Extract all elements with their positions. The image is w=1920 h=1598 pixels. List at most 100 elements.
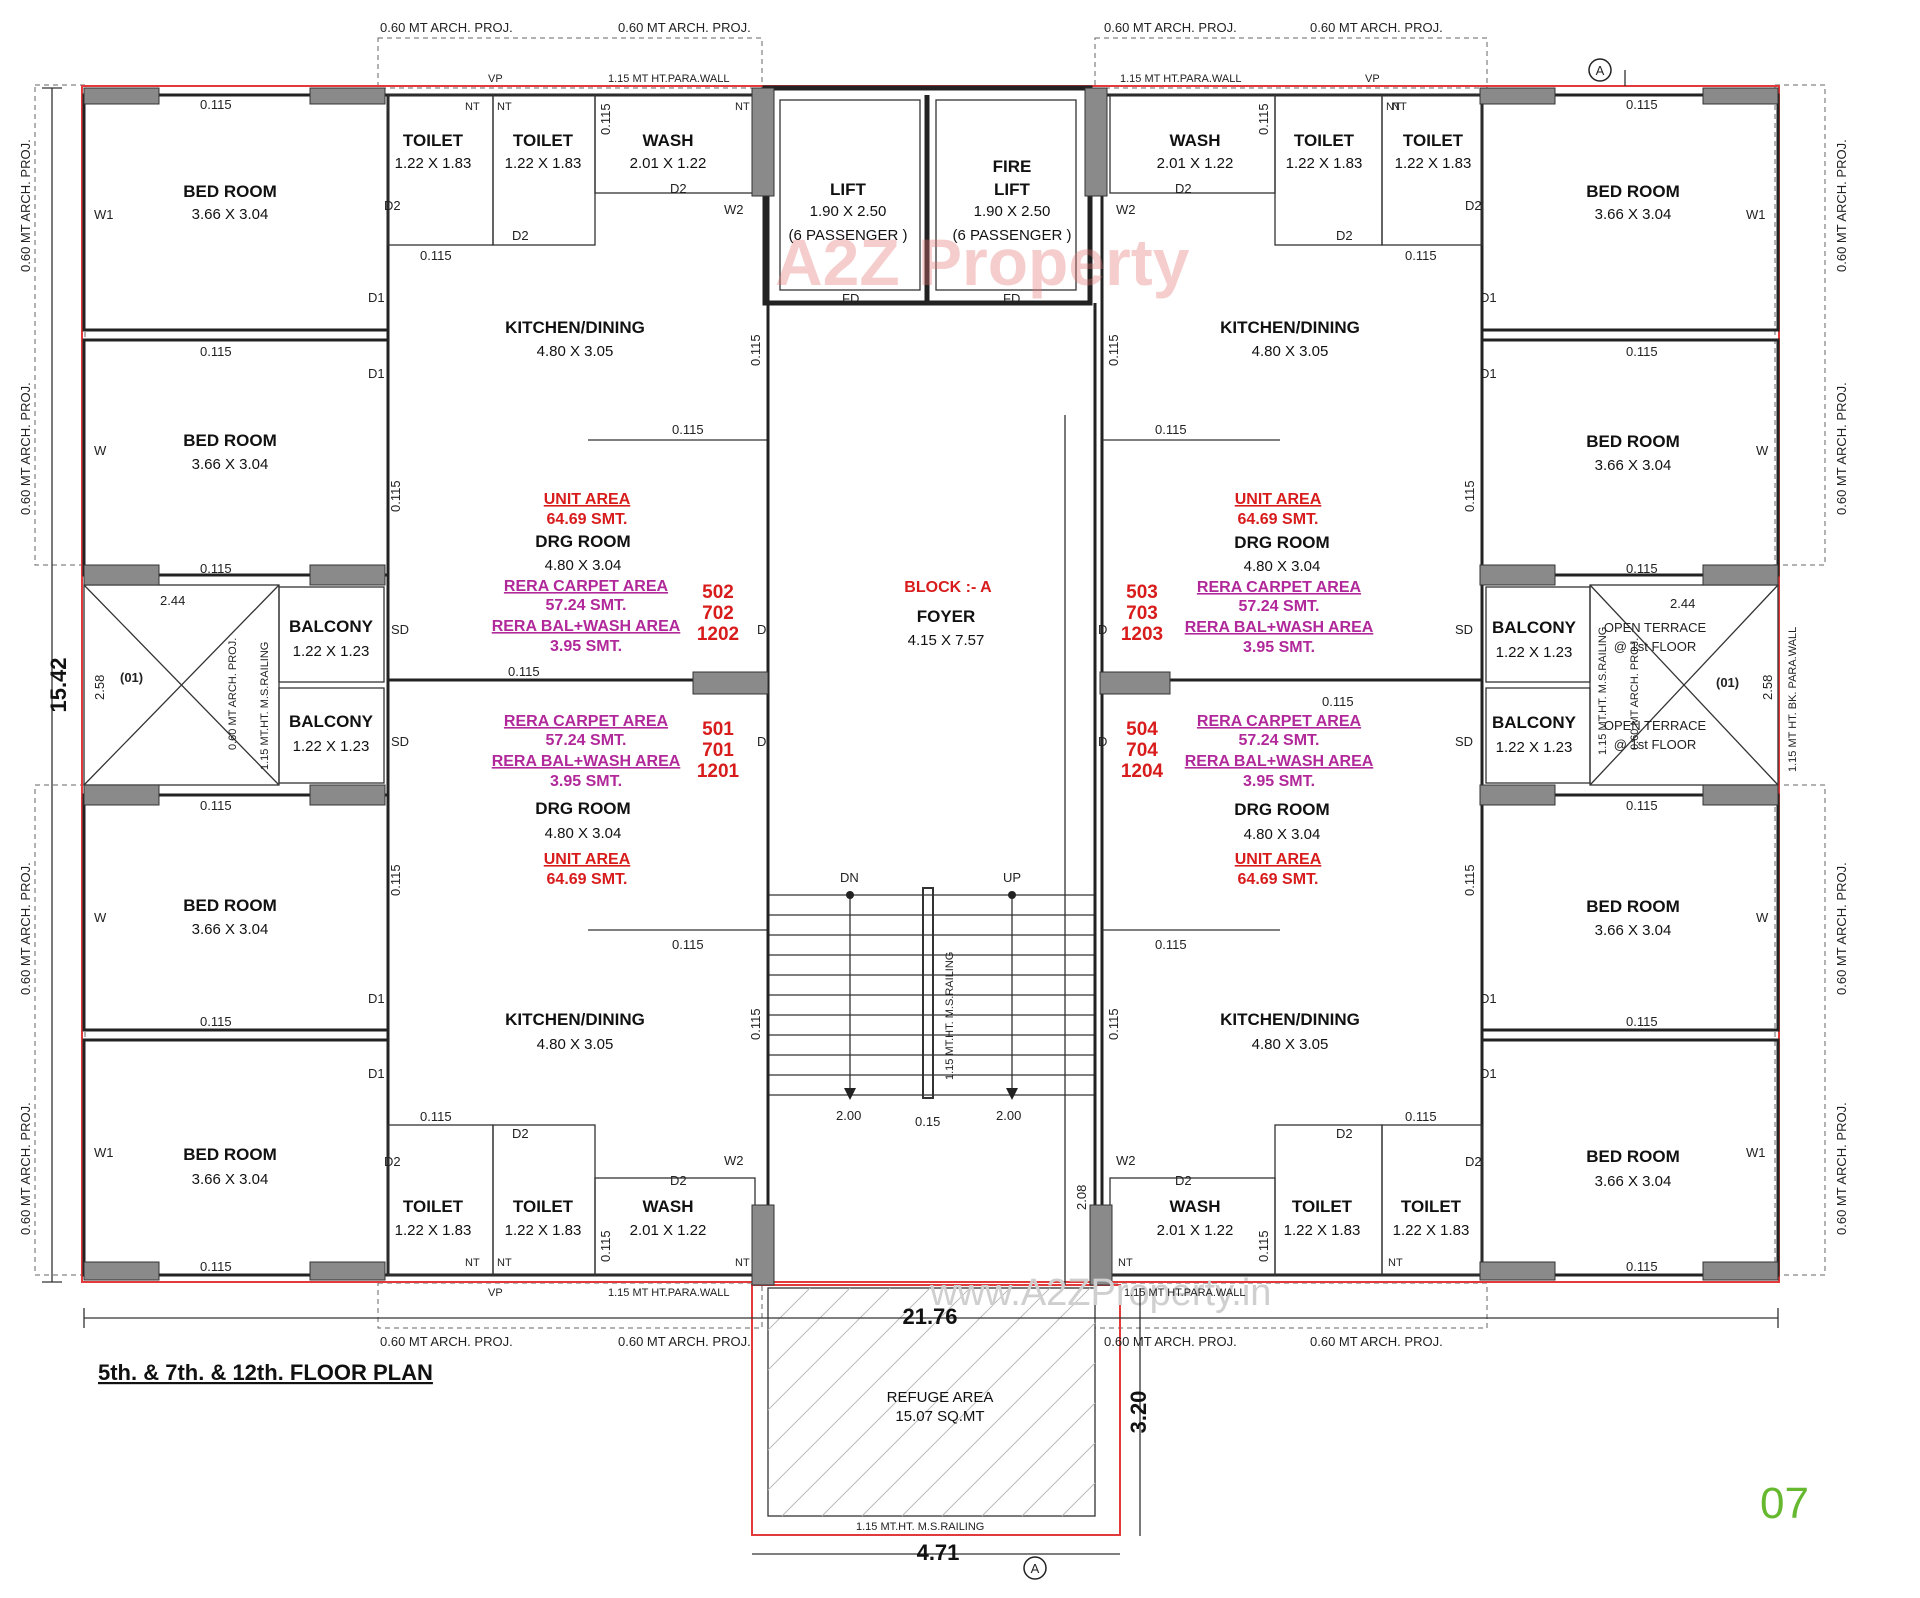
wall-thickness: 0.115 bbox=[672, 937, 704, 952]
bedroom-label: BED ROOM bbox=[183, 431, 277, 450]
balcony-size: 1.22 X 1.23 bbox=[1496, 739, 1573, 756]
drg-room-size: 4.80 X 3.04 bbox=[545, 557, 622, 574]
balcony-size: 1.22 X 1.23 bbox=[293, 738, 370, 755]
wall-thickness: 0.115 bbox=[200, 561, 232, 576]
bedroom-size: 3.66 X 3.04 bbox=[1595, 206, 1672, 223]
drg-room-label: DRG ROOM bbox=[535, 799, 630, 818]
door-label: D2 bbox=[1465, 198, 1482, 213]
unit-number: 704 bbox=[1126, 740, 1158, 761]
unit-area-value: 64.69 SMT. bbox=[1238, 511, 1319, 528]
section-marker-label: A bbox=[1596, 63, 1605, 78]
refuge-depth-dim: 3.20 bbox=[1126, 1391, 1151, 1434]
wall-thickness: 0.115 bbox=[1405, 1109, 1437, 1124]
arch-proj-label: 0.60 MT ARCH. PROJ. bbox=[1629, 638, 1641, 750]
window-label: W1 bbox=[94, 207, 114, 222]
wall-thickness: 0.115 bbox=[1155, 422, 1187, 437]
nt-label: NT bbox=[497, 1257, 512, 1269]
unit-top-right: WASH 2.01 X 1.22 TOILET 1.22 X 1.83 TOIL… bbox=[1121, 131, 1707, 661]
sliding-door-label: SD bbox=[1455, 734, 1473, 749]
rera-carpet-value: 57.24 SMT. bbox=[546, 732, 627, 749]
unit-number: 1201 bbox=[697, 761, 740, 782]
unit-number: 503 bbox=[1126, 582, 1158, 603]
unit-area-label: UNIT AREA bbox=[544, 851, 631, 868]
overall-width-dim: 21.76 bbox=[902, 1304, 957, 1329]
door-label: D bbox=[1098, 734, 1107, 749]
railing-label: 1.15 MT.HT. M.S.RAILING bbox=[259, 642, 271, 770]
door-label: D2 bbox=[670, 1173, 687, 1188]
drg-room-size: 4.80 X 3.04 bbox=[1244, 558, 1321, 575]
bedroom-size: 3.66 X 3.04 bbox=[192, 1171, 269, 1188]
wash-size: 2.01 X 1.22 bbox=[630, 155, 707, 172]
section-marker bbox=[1023, 1556, 1047, 1580]
window-label: W bbox=[94, 910, 107, 925]
door-label: D2 bbox=[512, 228, 529, 243]
overall-height-dim: 15.42 bbox=[46, 657, 71, 712]
balcony-depth-dim: 2.58 bbox=[92, 675, 107, 700]
door-label: D2 bbox=[384, 198, 401, 213]
rera-bal-label: RERA BAL+WASH AREA bbox=[1185, 753, 1374, 770]
wall-thickness: 0.115 bbox=[748, 334, 763, 366]
fire-lift-label: LIFT bbox=[994, 180, 1030, 199]
wall-thickness: 0.115 bbox=[1106, 1008, 1121, 1040]
rera-bal-label: RERA BAL+WASH AREA bbox=[1185, 619, 1374, 636]
door-label: D1 bbox=[368, 366, 385, 381]
nt-label: NT bbox=[1388, 1257, 1403, 1269]
stair-up-label: UP bbox=[1003, 870, 1021, 885]
parapet-label: 1.15 MT HT.PARA.WALL bbox=[1124, 1287, 1245, 1299]
toilet-label: TOILET bbox=[1403, 131, 1464, 150]
wall-thickness: 0.115 bbox=[200, 1259, 232, 1274]
fd-label: FD bbox=[842, 291, 859, 306]
refuge-label: REFUGE AREA bbox=[887, 1389, 994, 1406]
arch-proj-label: 0.60 MT ARCH. PROJ. bbox=[1834, 139, 1849, 272]
door-label: D1 bbox=[368, 1066, 385, 1081]
wash-size: 2.01 X 1.22 bbox=[630, 1222, 707, 1239]
stair-railing-label: 1.15 MT.HT. M.S.RAILING bbox=[944, 952, 956, 1080]
sliding-door-label: SD bbox=[391, 622, 409, 637]
arch-proj-label: 0.60 MT ARCH. PROJ. bbox=[380, 20, 513, 35]
kitchen-label: KITCHEN/DINING bbox=[1220, 1010, 1360, 1029]
arch-proj-label: 0.60 MT ARCH. PROJ. bbox=[1310, 20, 1443, 35]
open-terrace-label: OPEN TERRACE bbox=[1604, 718, 1707, 733]
rera-carpet-value: 57.24 SMT. bbox=[546, 597, 627, 614]
toilet-label: TOILET bbox=[513, 1197, 574, 1216]
wall-thickness: 0.115 bbox=[598, 103, 613, 135]
unit-number: 703 bbox=[1126, 603, 1158, 624]
door-label: D2 bbox=[1175, 1173, 1192, 1188]
toilet-size: 1.22 X 1.83 bbox=[505, 1222, 582, 1239]
nt-label: NT bbox=[465, 101, 480, 113]
arch-proj-label: 0.60 MT ARCH. PROJ. bbox=[18, 1102, 33, 1235]
nt-label: NT bbox=[735, 101, 750, 113]
nt-label: NT bbox=[497, 101, 512, 113]
bedroom-label: BED ROOM bbox=[183, 1145, 277, 1164]
wall-thickness: 0.115 bbox=[1322, 694, 1354, 709]
fd-label: FD bbox=[1003, 291, 1020, 306]
door-label: D1 bbox=[1480, 991, 1497, 1006]
rera-bal-value: 3.95 SMT. bbox=[1243, 639, 1315, 656]
toilet-label: TOILET bbox=[403, 1197, 464, 1216]
overall-dimensions: 21.76 15.42 4.71 3.20 A A bbox=[42, 58, 1779, 1580]
wall-thickness: 0.115 bbox=[1626, 344, 1658, 359]
rera-carpet-label: RERA CARPET AREA bbox=[1197, 713, 1362, 730]
wash-size: 2.01 X 1.22 bbox=[1157, 155, 1234, 172]
lift-capacity: (6 PASSENGER ) bbox=[789, 227, 908, 244]
bedroom-label: BED ROOM bbox=[1586, 897, 1680, 916]
wall-thickness: 0.115 bbox=[1462, 864, 1477, 896]
unit-number: 502 bbox=[702, 582, 734, 603]
walls bbox=[82, 85, 1780, 1517]
rera-bal-value: 3.95 SMT. bbox=[550, 773, 622, 790]
bedroom-size: 3.66 X 3.04 bbox=[1595, 922, 1672, 939]
nt-label: NT bbox=[1386, 101, 1401, 113]
toilet-label: TOILET bbox=[1401, 1197, 1462, 1216]
balcony-size: 1.22 X 1.23 bbox=[293, 643, 370, 660]
door-label: D1 bbox=[368, 991, 385, 1006]
window-label: W1 bbox=[94, 1145, 114, 1160]
wash-label: WASH bbox=[643, 131, 694, 150]
bk-parapet-label: 1.15 MT HT. BK. PARA.WALL bbox=[1787, 627, 1799, 772]
wall-thickness: 0.115 bbox=[508, 664, 540, 679]
nt-label: NT bbox=[735, 1257, 750, 1269]
arch-proj-label: 0.60 MT ARCH. PROJ. bbox=[1310, 1334, 1443, 1349]
wall-thickness: 0.115 bbox=[200, 97, 232, 112]
unit-number: 701 bbox=[702, 740, 734, 761]
wash-label: WASH bbox=[643, 1197, 694, 1216]
